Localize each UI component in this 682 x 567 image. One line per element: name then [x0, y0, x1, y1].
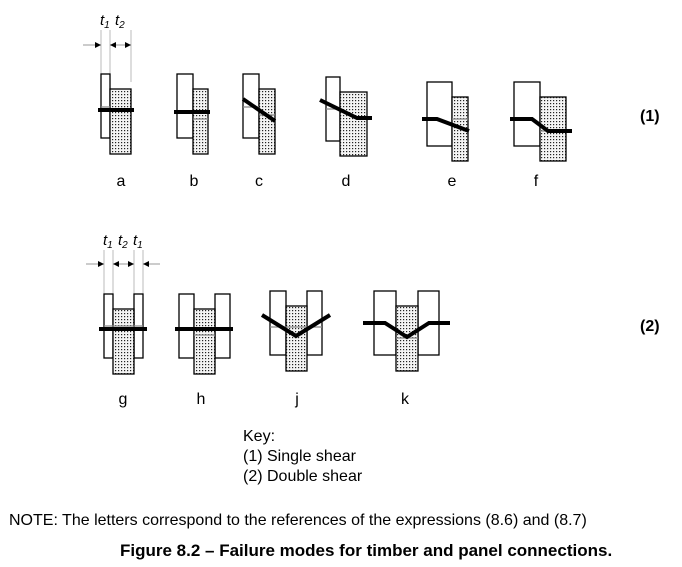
mode-label-h: h [197, 391, 206, 408]
key-item-double-shear: (2) Double shear [243, 468, 363, 485]
mode-k [363, 290, 450, 372]
dim-label-t1-right: t1 [133, 232, 143, 251]
mode-label-j: j [294, 391, 299, 408]
dimension-t1-t2-t1 [86, 250, 160, 309]
mode-c [241, 73, 277, 155]
mode-label-g: g [119, 391, 128, 408]
mode-label-c: c [255, 173, 263, 190]
dim-label-t1: t1 [100, 12, 110, 31]
figure-caption: Figure 8.2 – Failure modes for timber an… [120, 541, 613, 560]
mode-f [510, 81, 572, 162]
mode-b [174, 73, 210, 155]
dim-label-t2: t2 [115, 12, 125, 31]
mode-label-a: a [117, 173, 126, 190]
mode-h [175, 293, 233, 375]
key-title: Key: [243, 428, 276, 445]
mode-j [260, 290, 332, 372]
mode-label-d: d [342, 173, 351, 190]
mode-g [99, 293, 147, 375]
row-label-single-shear: (1) [640, 108, 660, 125]
mode-label-e: e [448, 173, 457, 190]
dim-label-t1-left: t1 [103, 232, 113, 251]
key-item-single-shear: (1) Single shear [243, 448, 356, 465]
mode-label-f: f [534, 173, 539, 190]
mode-a [98, 73, 134, 155]
row-label-double-shear: (2) [640, 318, 660, 335]
mode-d [319, 76, 372, 157]
mode-label-b: b [190, 173, 199, 190]
mode-label-k: k [401, 391, 410, 408]
dim-label-t2: t2 [118, 232, 128, 251]
note: NOTE: The letters correspond to the refe… [9, 512, 587, 529]
mode-e [422, 81, 470, 162]
key: Key: (1) Single shear (2) Double shear [243, 427, 362, 487]
